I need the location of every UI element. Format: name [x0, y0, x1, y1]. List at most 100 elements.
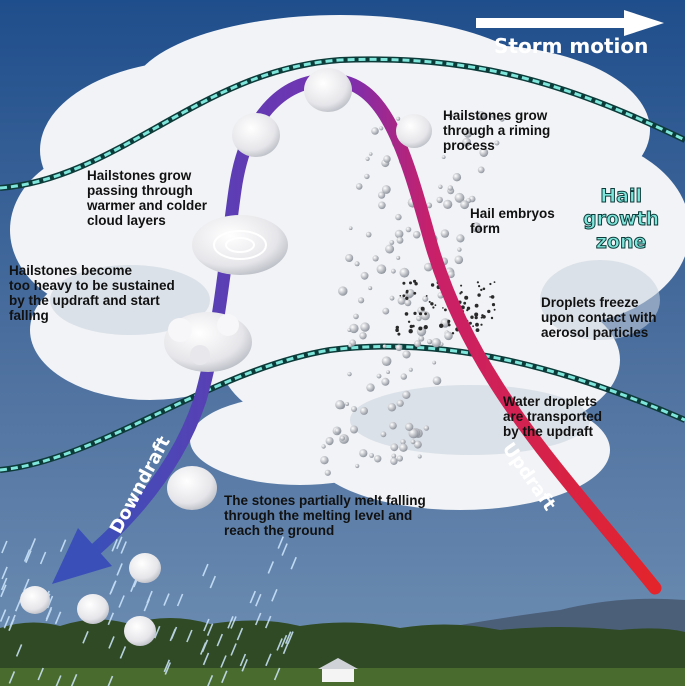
- aerosol-particle: [475, 322, 479, 327]
- water-droplet: [465, 128, 472, 134]
- water-droplet: [371, 127, 379, 135]
- aerosol-particle: [463, 301, 467, 305]
- aerosol-particle: [460, 284, 463, 287]
- rain-streak: [203, 618, 210, 632]
- rain-streak: [241, 658, 248, 672]
- water-droplet: [436, 196, 443, 204]
- rain-streak: [39, 551, 47, 565]
- aerosol-particle: [413, 279, 417, 283]
- water-droplet: [372, 255, 379, 262]
- water-droplet: [456, 234, 465, 243]
- water-droplet: [360, 322, 370, 332]
- water-droplet: [440, 229, 450, 238]
- water-droplet: [369, 453, 374, 458]
- water-droplet: [368, 286, 373, 291]
- water-droplet: [345, 254, 354, 262]
- water-droplet: [324, 469, 331, 476]
- rain-streak: [220, 655, 227, 668]
- water-droplet: [405, 226, 412, 233]
- water-droplet: [374, 455, 382, 463]
- water-droplet: [402, 390, 411, 399]
- storm-motion-label: Storm motion: [494, 34, 649, 58]
- water-droplet: [416, 315, 422, 322]
- water-droplet: [382, 344, 387, 349]
- water-droplet: [399, 443, 408, 452]
- aerosol-particle: [489, 296, 491, 298]
- aerosol-particle: [475, 328, 480, 332]
- rain-streak: [0, 584, 7, 598]
- water-droplet: [413, 440, 422, 449]
- aerosol-particle: [402, 294, 406, 298]
- rain-streak: [284, 631, 292, 645]
- storm-motion-arrow: [476, 10, 664, 36]
- rain-streak: [1, 540, 8, 554]
- water-droplet: [462, 137, 471, 147]
- aerosol-particle: [408, 329, 413, 334]
- aerosol-particle: [420, 306, 425, 311]
- rain-streak: [146, 590, 153, 604]
- aerosol-particle: [491, 303, 496, 307]
- rain-streak: [170, 626, 178, 640]
- rain-streak: [116, 563, 123, 576]
- water-droplet: [397, 296, 406, 305]
- rain-streak: [282, 641, 290, 655]
- aerosol-particle: [480, 316, 483, 319]
- aerosol-particle: [474, 312, 479, 317]
- hailstone: [20, 586, 50, 614]
- water-droplets: [320, 111, 505, 476]
- label-partial-melt: The stones partially melt falling throug…: [224, 493, 426, 538]
- water-droplet: [438, 184, 443, 189]
- label-droplets-transported: Water droplets are transported by the up…: [503, 394, 603, 439]
- water-droplet: [426, 202, 433, 209]
- rain-streak: [227, 615, 234, 629]
- water-droplet: [424, 262, 433, 272]
- hailstone-lobed: [164, 312, 252, 372]
- label-cloud-layers: Hailstones grow passing through warmer a…: [87, 168, 208, 228]
- water-droplet: [412, 230, 421, 239]
- water-droplet: [391, 268, 396, 274]
- water-droplet: [396, 455, 403, 462]
- aerosol-particle: [468, 321, 472, 325]
- hailstone: [396, 114, 432, 148]
- aerosol-particle: [472, 325, 474, 328]
- water-droplet: [351, 406, 357, 412]
- water-droplet: [396, 255, 401, 260]
- hailstone: [129, 553, 161, 583]
- rain-streak: [176, 593, 184, 607]
- rain-streak: [25, 550, 32, 564]
- water-droplet: [381, 356, 392, 367]
- water-droplet: [360, 271, 369, 280]
- aerosol-particle: [409, 281, 412, 285]
- water-droplet: [389, 295, 395, 301]
- aerosol-particle: [442, 307, 444, 309]
- rain-streak: [0, 609, 7, 622]
- aerosol-particle: [474, 316, 478, 320]
- water-droplet: [358, 297, 365, 304]
- hailstone: [232, 113, 280, 157]
- aerosol-particle: [490, 316, 494, 320]
- rain-streak: [290, 556, 297, 570]
- rain-streak: [265, 653, 272, 667]
- water-droplet: [320, 456, 329, 465]
- hailstones: [20, 68, 432, 646]
- water-droplet: [390, 457, 398, 465]
- rain-streak: [264, 615, 272, 629]
- aerosol-particle: [395, 325, 399, 330]
- water-droplet: [355, 183, 363, 190]
- hailstone: [77, 594, 109, 624]
- aerosol-particle: [430, 283, 435, 287]
- water-droplet: [359, 449, 368, 458]
- aerosol-particle: [413, 291, 417, 295]
- rain-streak: [37, 667, 44, 681]
- water-droplet: [400, 439, 406, 445]
- rain-streak: [107, 675, 114, 686]
- water-droplet: [348, 343, 353, 348]
- rain-streak: [107, 612, 115, 626]
- aerosol-particle: [466, 306, 471, 310]
- rain-streak: [206, 623, 214, 637]
- water-droplet: [334, 428, 341, 434]
- water-droplet: [457, 247, 462, 252]
- water-droplet: [386, 370, 390, 374]
